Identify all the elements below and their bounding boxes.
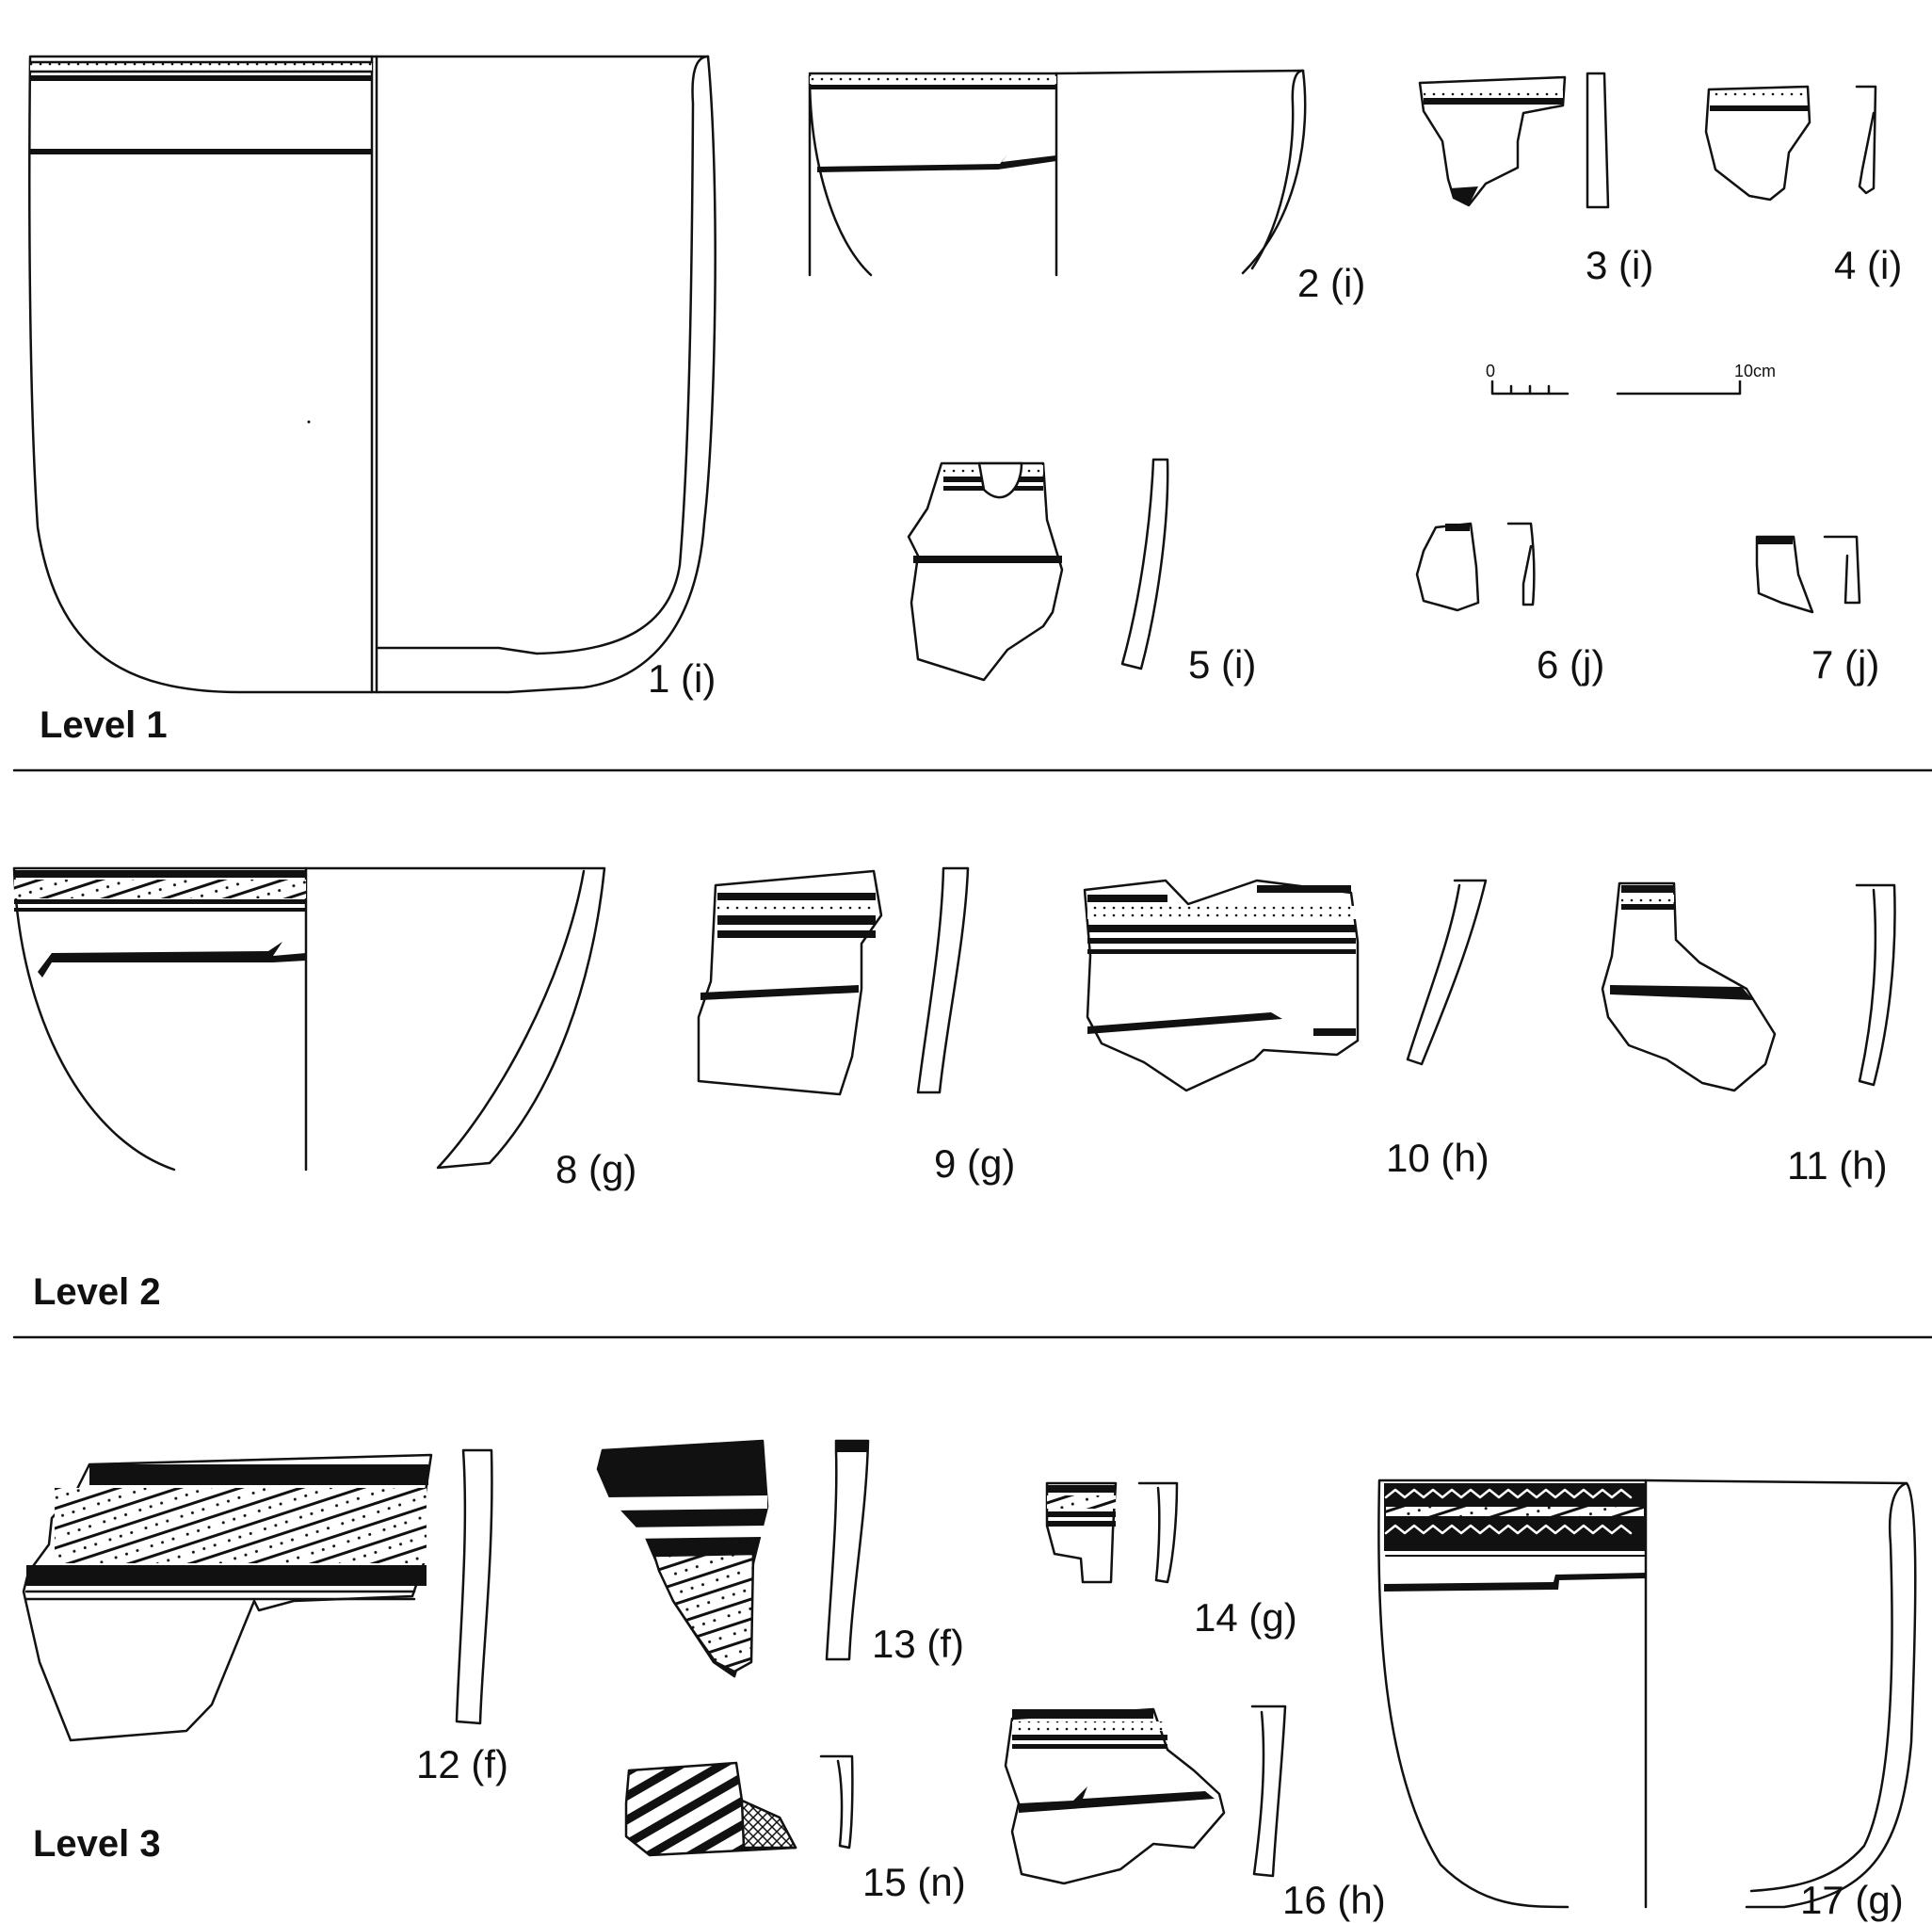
sherd-5-drawing [907, 458, 1169, 682]
sherd-17-drawing [1377, 1479, 1917, 1909]
sherd-3-drawing [1418, 72, 1610, 209]
sherd-10-label: 10 (h) [1386, 1136, 1489, 1180]
scale-start-label: 0 [1486, 362, 1496, 380]
sherd-1-drawing [28, 55, 716, 694]
sherd-14-label: 14 (g) [1194, 1595, 1297, 1640]
sherd-3-label: 3 (i) [1586, 243, 1654, 287]
sherd-4-label: 4 (i) [1834, 243, 1903, 287]
sherd-6-drawing [1415, 522, 1536, 612]
sherd-7-label: 7 (j) [1811, 642, 1880, 687]
sherd-16-drawing [1004, 1705, 1287, 1885]
sherd-13-drawing [596, 1439, 870, 1678]
sherd-11-drawing [1601, 881, 1896, 1092]
sherd-1-label: 1 (i) [648, 656, 716, 701]
sherd-8-label: 8 (g) [555, 1147, 637, 1191]
sherd-12-label: 12 (f) [416, 1742, 509, 1786]
level-1-label: Level 1 [40, 704, 168, 746]
level-2-label: Level 2 [33, 1271, 161, 1313]
sherd-2-label: 2 (i) [1297, 261, 1366, 305]
sherd-8-drawing [12, 866, 606, 1172]
scale-bar [1490, 380, 1742, 396]
sherd-5-label: 5 (i) [1188, 642, 1257, 687]
sherd-17-label: 17 (g) [1800, 1878, 1904, 1922]
sherd-4-drawing [1704, 85, 1877, 202]
sherd-15-label: 15 (n) [862, 1860, 966, 1904]
sherd-11-label: 11 (h) [1787, 1143, 1888, 1188]
scale-end-label: 10cm [1734, 362, 1777, 380]
sherd-14-drawing [1045, 1481, 1179, 1584]
sherd-9-drawing [697, 866, 970, 1096]
sherd-2-drawing [808, 69, 1307, 277]
sherd-13-label: 13 (f) [872, 1622, 965, 1666]
sherd-6-label: 6 (j) [1537, 642, 1605, 687]
sherd-16-label: 16 (h) [1282, 1878, 1386, 1922]
sherd-9-label: 9 (g) [934, 1141, 1016, 1186]
level-3-label: Level 3 [33, 1823, 161, 1865]
sherd-7-drawing [1755, 535, 1861, 614]
sherd-12-drawing [22, 1448, 493, 1742]
sherd-15-drawing [624, 1754, 854, 1857]
sherd-10-drawing [1083, 879, 1488, 1092]
